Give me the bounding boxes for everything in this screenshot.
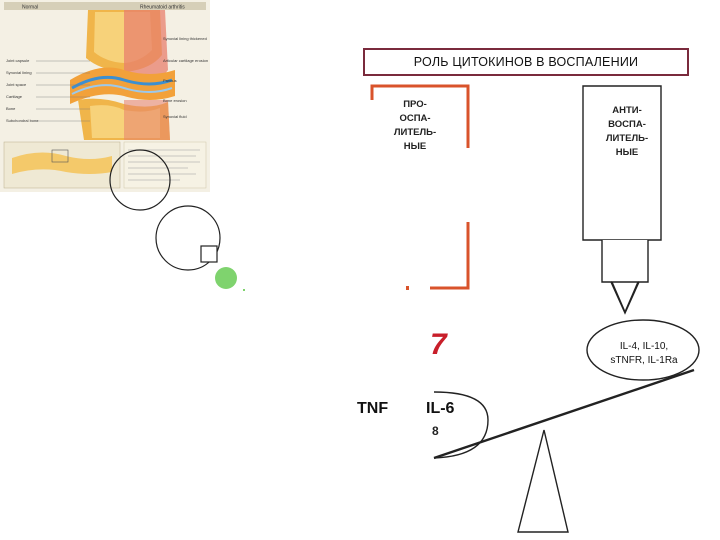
joint-label-left-5: Subchondral bone [6,118,39,123]
joint-label-left-1: Synovial lining [6,70,32,75]
title-box: РОЛЬ ЦИТОКИНОВ В ВОСПАЛЕНИИ [363,48,689,76]
joint-label-left-2: Joint space [6,82,27,87]
joint-illustration-graphic: Normal Rheumatoid arthritis Joint capsul… [0,0,210,192]
anti-box [582,85,662,241]
joint-label-left-4: Bone [6,106,16,111]
anti-cytokines-ellipse [586,319,700,381]
joint-label-left-0: Joint capsule [6,58,30,63]
joint-label-left-3: Cartilage [6,94,23,99]
anti-arrow-head [610,281,640,314]
joint-label-right-0: Synovial lining thickened [163,36,207,41]
pro-cytokine-tnf: TNF [357,400,389,417]
joint-label-right-1: Articular cartilage erosion [163,58,208,63]
col-left-label: Normal [22,5,38,11]
joint-label-right-2: Pannus [163,78,177,83]
decor-square [200,245,218,263]
pro-frame-bottom [430,222,470,290]
joint-illustration: Normal Rheumatoid arthritis Joint capsul… [0,0,210,192]
joint-label-right-3: Bone erosion [163,98,187,103]
decor-circle-1 [109,149,171,211]
anti-cytokines-text: IL-4, IL-10, sTNFR, IL-1Ra [610,341,678,366]
page-title: РОЛЬ ЦИТОКИНОВ В ВОСПАЛЕНИИ [413,55,639,69]
pro-frame-top [370,84,470,148]
decor-green-dot [215,267,237,289]
joint-label-right-4: Synovial fluid [163,114,187,119]
pro-cytokine-il8-fragment: 8 [432,424,439,438]
anti-inflammatory-label: АНТИ- ВОСПА- ЛИТЕЛЬ- НЫЕ [605,105,649,158]
pro-cytokines-bowl [433,391,489,459]
col-right-label: Rheumatoid arthritis [140,5,185,11]
pro-inflammatory-label: ПРО- ОСПА- ЛИТЕЛЬ- НЫЕ [393,99,437,152]
pro-cytokine-il6: IL-6 [426,400,455,417]
balance-fulcrum [517,429,569,533]
balance-beam [433,368,695,460]
pro-cytokine-il1-fragment: 7 [430,328,447,361]
